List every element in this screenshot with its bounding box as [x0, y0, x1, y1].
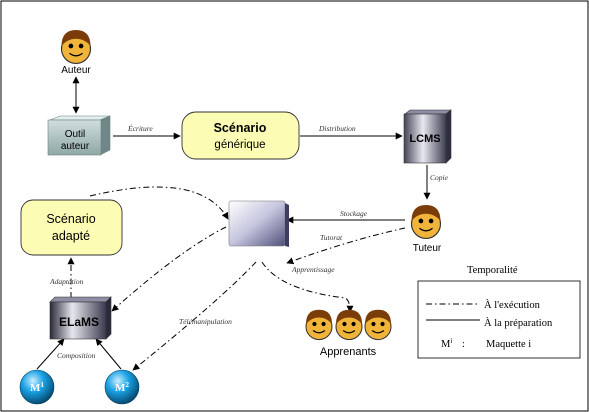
edge-repo-to-elams	[111, 226, 227, 312]
edge-label-telemanipulation: Télémanipulation	[179, 317, 232, 326]
edge-telemanipulation	[132, 261, 257, 371]
adapted-scenario-label-2: adapté	[52, 229, 90, 243]
elams-node: ELaMS	[49, 296, 112, 340]
legend-execution-label: À l'exécution	[484, 299, 541, 311]
repository-node	[228, 200, 289, 247]
edge-composition-m2	[95, 338, 122, 370]
author-avatar	[60, 29, 92, 65]
edge-label-composition: Composition	[57, 351, 96, 360]
legend-mockup-desc: Maquette i	[486, 339, 531, 350]
mockup-1-sphere: M1	[19, 369, 55, 405]
edge-label-distribution: Distribution	[318, 124, 356, 133]
edge-label-copy: Copie	[430, 173, 449, 182]
edge-adapted-to-repo	[89, 186, 229, 220]
lcms-label: LCMS	[409, 133, 440, 145]
authoring-tool-node: Outil auteur	[47, 115, 111, 156]
edge-composition-m1	[36, 338, 65, 370]
edge-learning	[261, 261, 354, 313]
learner-avatar-3	[364, 309, 392, 341]
learner-avatar-1	[305, 309, 333, 341]
authoring-tool-label-2: auteur	[61, 141, 90, 152]
legend-preparation-label: À la préparation	[484, 317, 553, 329]
edge-label-storage: Stockage	[340, 209, 368, 218]
learners-label: Apprenants	[320, 346, 377, 358]
tutor-label: Tuteur	[413, 243, 442, 254]
generic-scenario-label-2: générique	[214, 139, 265, 151]
edge-label-learning: Apprentissage	[291, 265, 335, 274]
mockup-1-label: M1	[30, 381, 44, 394]
legend-title: Temporalité	[467, 265, 518, 276]
adapted-scenario-label-1: Scénario	[46, 212, 95, 226]
legend-box: À l'exécution À la préparation Mi : Maqu…	[417, 280, 581, 359]
edge-label-writing: Écriture	[127, 123, 153, 133]
edge-label-adaptation: Adaptation	[49, 277, 84, 286]
elams-label: ELaMS	[59, 315, 99, 329]
legend-mockup-sep: :	[462, 339, 465, 350]
edge-label-tutoring: Tutorat	[320, 233, 343, 242]
edge-tutoring	[286, 227, 406, 265]
adapted-scenario-node: Scénario adapté	[20, 199, 123, 256]
legend-mockup-symbol: Mi	[441, 337, 452, 350]
tutor-avatar	[410, 204, 442, 240]
mockup-2-sphere: M2	[104, 369, 140, 405]
mockup-2-label: M2	[115, 381, 129, 394]
generic-scenario-node: Scénario générique	[181, 111, 300, 160]
author-label: Auteur	[61, 65, 91, 76]
generic-scenario-label-1: Scénario	[214, 121, 267, 135]
learner-avatar-2	[335, 309, 363, 341]
authoring-tool-label-1: Outil	[65, 129, 86, 140]
lcms-node: LCMS	[403, 109, 452, 164]
